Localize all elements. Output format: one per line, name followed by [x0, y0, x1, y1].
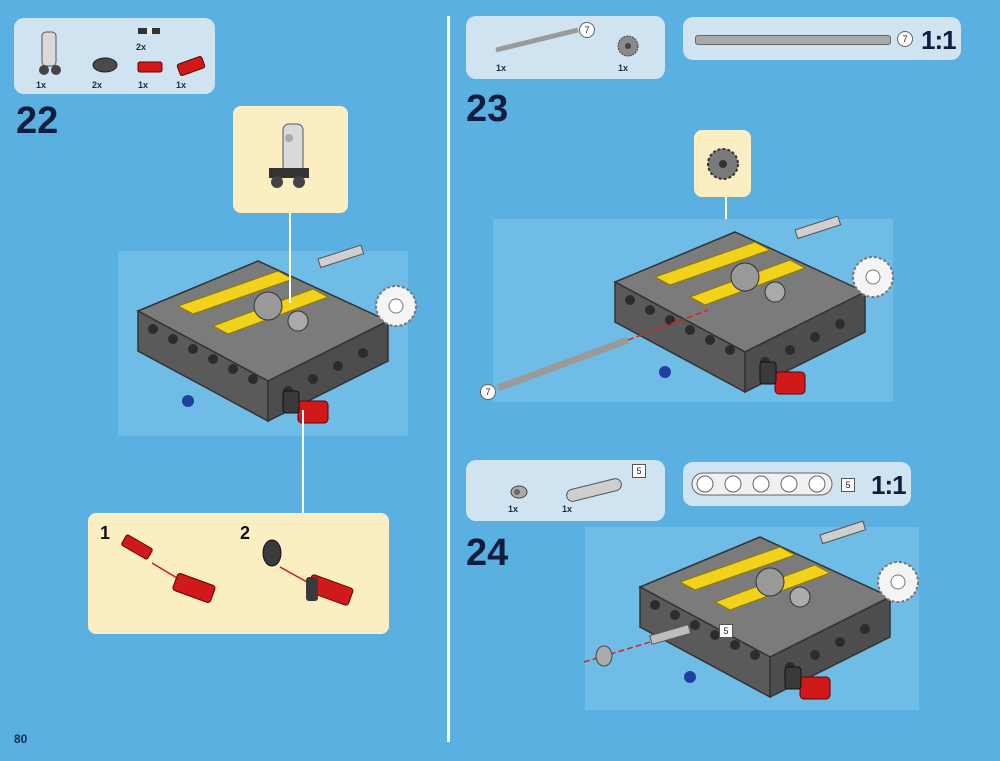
red-connector-icon — [137, 61, 163, 73]
beam-icon — [566, 478, 622, 502]
part-qty: 1x — [562, 504, 573, 514]
part-qty: 1x — [36, 80, 47, 90]
axle-length-marker: 7 — [480, 384, 496, 400]
arrow-line — [289, 213, 291, 303]
part-qty: 1x — [508, 504, 519, 514]
page-number: 80 — [14, 732, 28, 746]
substep-number: 2 — [240, 523, 251, 543]
submodel-callout-gear — [694, 130, 751, 197]
liftarm-connector-dark-icon — [92, 57, 118, 73]
length-marker: 7 — [579, 22, 595, 38]
part-qty: 1x — [176, 80, 187, 90]
arrow-line — [302, 410, 304, 513]
gear-icon — [707, 148, 739, 180]
angle-connector-icon — [39, 31, 61, 75]
axle-scale-icon — [695, 35, 891, 45]
step-number: 23 — [466, 88, 509, 130]
beam-scale-icon — [691, 472, 833, 496]
step22-assembly — [137, 244, 417, 424]
scale-length-marker: 7 — [897, 31, 913, 47]
scale-label: 1:1 — [921, 25, 957, 55]
angle-connector-assembly-icon — [269, 123, 309, 188]
beam-length-marker: 5 — [632, 464, 646, 478]
part-qty: 1x — [496, 63, 507, 73]
step23-parts-callout: 7 1x 1x — [466, 16, 665, 79]
axle-insert-icon — [496, 309, 709, 392]
scale-length-marker: 5 — [841, 478, 855, 492]
step22-parts-callout: 1x 2x 2x 1x 1x — [14, 18, 215, 94]
gear-icon — [617, 35, 639, 57]
substep2-red-parts-icon — [262, 539, 354, 606]
submodel-callout-top — [233, 106, 348, 213]
substep-number: 1 — [100, 523, 111, 543]
scale-label: 1:1 — [871, 470, 907, 500]
step-number: 24 — [466, 532, 509, 574]
step24-parts-callout: 1x 5 1x — [466, 460, 665, 521]
submodel-callout-bottom: 1 2 — [88, 513, 389, 634]
beam-position-marker: 5 — [719, 624, 733, 638]
beam-insert-icon — [583, 624, 692, 667]
page-divider — [447, 16, 450, 742]
part-qty: 2x — [136, 42, 147, 52]
part-qty: 1x — [618, 63, 629, 73]
substep1-red-parts-icon — [121, 534, 216, 603]
part-qty: 1x — [138, 80, 149, 90]
step24-scale-callout: 5 1:1 — [683, 462, 911, 506]
red-axle-connector-icon — [176, 55, 206, 77]
axle-icon — [495, 27, 579, 53]
bush-icon — [510, 485, 528, 499]
part-qty: 2x — [92, 80, 103, 90]
step23-scale-callout: 7 1:1 — [683, 17, 961, 60]
axle-pin-black-icon — [138, 26, 160, 36]
step-number: 22 — [16, 100, 59, 142]
